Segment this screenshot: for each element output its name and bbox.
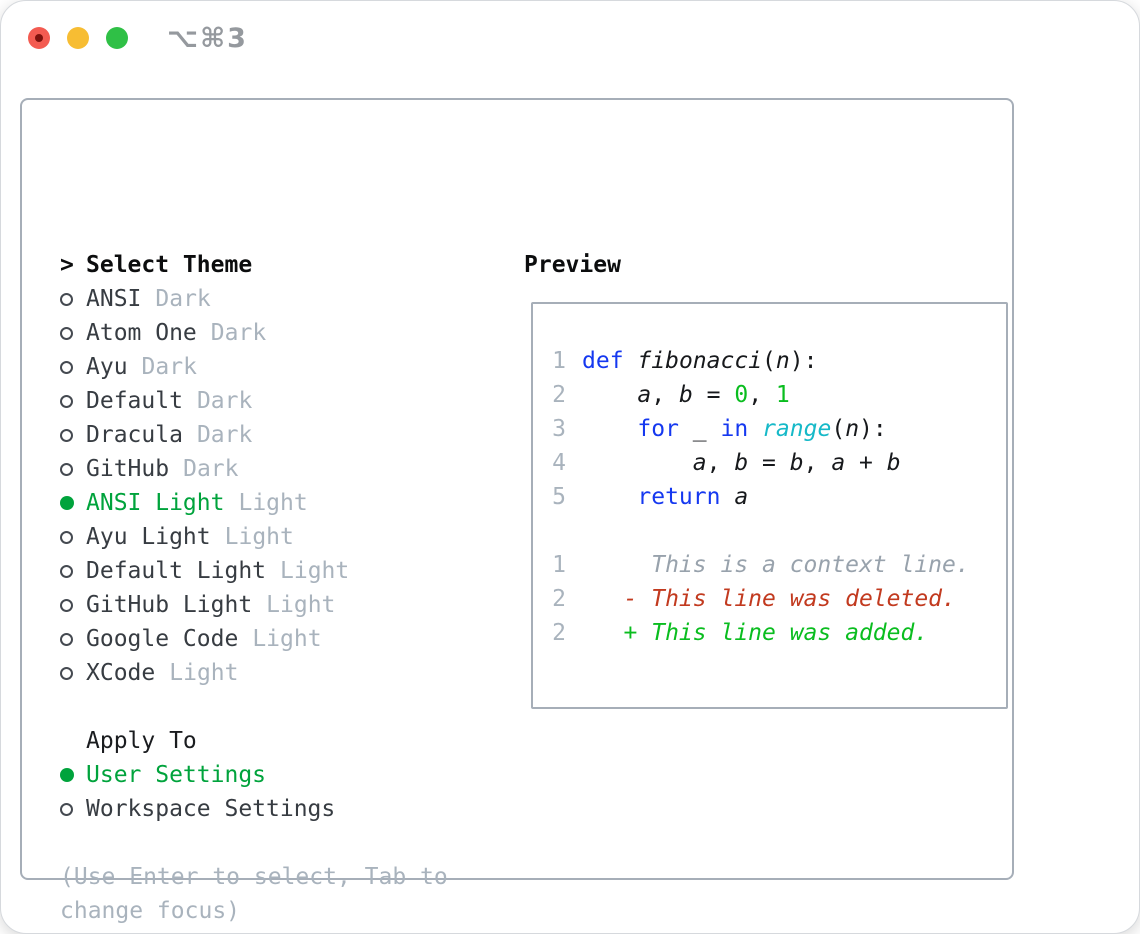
radio-icon <box>60 394 73 408</box>
diff-deleted-line: 2 - This line was deleted. <box>552 582 1006 616</box>
apply-to-header-row: Apply To <box>60 724 500 758</box>
radio-selected-icon <box>60 768 74 782</box>
line-number: 4 <box>552 450 566 476</box>
radio-icon <box>60 598 73 612</box>
line-number: 2 <box>552 620 566 646</box>
line-number: 2 <box>552 586 566 612</box>
hint-text: (Use Enter to select, Tab to <box>60 864 448 890</box>
close-button-icon[interactable] <box>28 27 50 49</box>
theme-tag: Dark <box>210 320 267 346</box>
radio-icon <box>60 326 73 340</box>
zoom-button-icon[interactable] <box>106 27 128 49</box>
diff-added-line: 2 + This line was added. <box>552 616 1006 650</box>
line-number: 1 <box>552 348 566 374</box>
theme-list-header: Select Theme <box>86 252 253 278</box>
line-number: 2 <box>552 382 566 408</box>
code-line: 5 return a <box>552 480 1006 514</box>
radio-icon <box>60 292 73 306</box>
hint-text: change focus) <box>60 898 241 924</box>
line-number: 1 <box>552 552 566 578</box>
theme-tag: Dark <box>196 422 253 448</box>
radio-selected-icon <box>60 496 74 510</box>
theme-tag: Light <box>266 592 336 618</box>
focus-cursor: > <box>60 252 74 278</box>
radio-icon <box>60 632 73 646</box>
titlebar <box>28 27 128 49</box>
preview-title: Preview <box>524 252 621 278</box>
theme-tag: Dark <box>196 388 253 414</box>
code-line: 4 a, b = b, a + b <box>552 446 1006 480</box>
theme-tag: Dark <box>155 286 211 312</box>
blank-line <box>552 514 1006 548</box>
window-title: ⌥⌘3 <box>167 23 248 54</box>
apply-to-header: Apply To <box>86 728 197 754</box>
theme-tag: Light <box>224 524 294 550</box>
code-line: 2 a, b = 0, 1 <box>552 378 1006 412</box>
radio-icon <box>60 530 73 544</box>
theme-tag: Light <box>280 558 350 584</box>
theme-tag: Light <box>252 626 322 652</box>
radio-icon <box>60 666 73 680</box>
radio-icon <box>60 802 73 816</box>
radio-icon <box>60 428 73 442</box>
radio-icon <box>60 462 73 476</box>
line-number: 3 <box>552 416 566 442</box>
apply-option[interactable]: Workspace Settings <box>60 792 500 826</box>
radio-icon <box>60 360 73 374</box>
line-number: 5 <box>552 484 566 510</box>
minimize-button-icon[interactable] <box>67 27 89 49</box>
radio-icon <box>60 564 73 578</box>
theme-tag: Light <box>169 660 239 686</box>
diff-context-line: 1 This is a context line. <box>552 548 1006 582</box>
apply-option-selected[interactable]: User Settings <box>60 758 500 792</box>
theme-tag: Dark <box>183 456 239 482</box>
theme-tag: Dark <box>141 354 197 380</box>
code-line: 3 for _ in range(n): <box>552 412 1006 446</box>
theme-tag: Light <box>238 490 308 516</box>
theme-list-header-row: > Select Theme <box>60 248 500 282</box>
